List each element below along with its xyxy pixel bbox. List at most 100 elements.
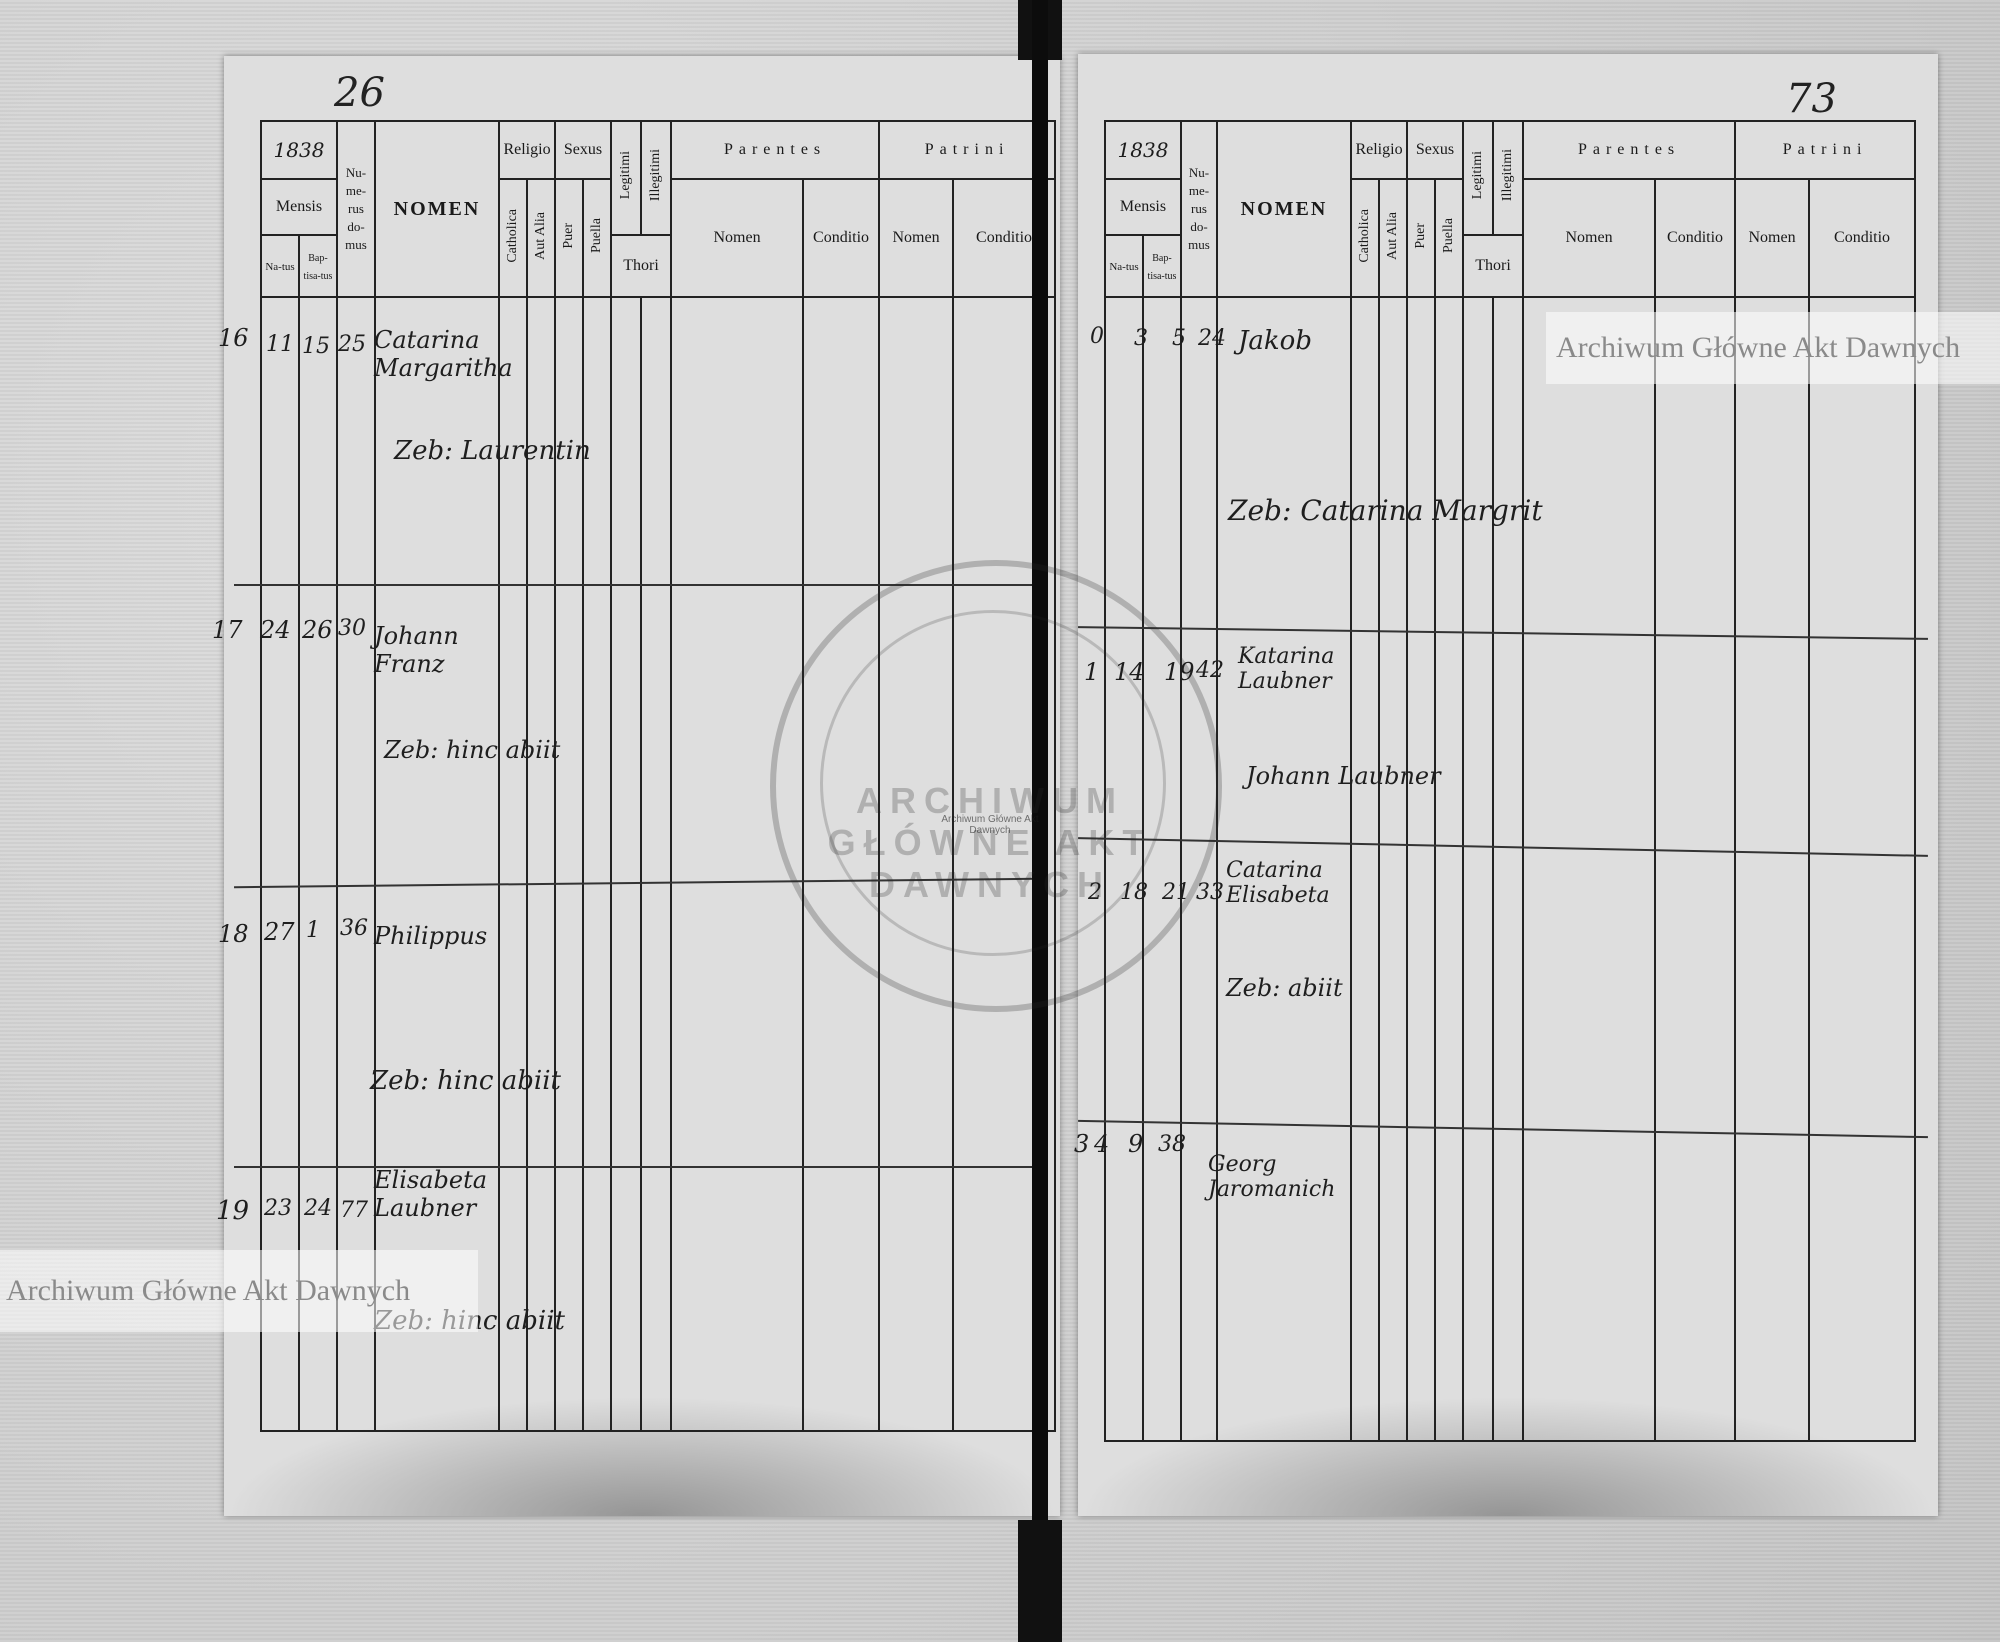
patrini-header: Patrini	[1734, 120, 1917, 180]
entry-domus: 30	[338, 616, 366, 641]
entry-note: Zeb: hinc abiit	[370, 1066, 561, 1096]
baptisatus-header: Bap-tisa-tus	[298, 234, 338, 298]
body-col	[260, 296, 300, 1432]
entry-baptisatus: 26	[302, 616, 333, 644]
entry-natus: 24	[260, 616, 291, 644]
body-col	[1654, 296, 1737, 1442]
entry-baptisatus: 1	[306, 918, 320, 943]
entry-natus: 3	[1134, 326, 1148, 351]
body-col	[1492, 296, 1525, 1442]
catholica-header: Catholica	[1350, 178, 1380, 298]
entry-domus: 77	[340, 1198, 368, 1223]
entry-domus: 38	[1158, 1132, 1186, 1157]
patrini-header: Patrini	[878, 120, 1057, 180]
thori-header: Thori	[1462, 234, 1525, 298]
sexus-header: Sexus	[554, 120, 613, 180]
seal-text: ARCHIWUM GŁÓWNE AKT DAWNYCH	[827, 780, 1153, 905]
legitimi-header: Legitimi	[610, 120, 643, 236]
parentes-nomen-header: Nomen	[670, 178, 805, 298]
entry-nomen: Jakob	[1238, 326, 1312, 356]
body-col	[1522, 296, 1657, 1442]
entry-natus: 4	[1094, 1130, 1110, 1158]
body-col	[1434, 296, 1465, 1442]
archive-watermark: Archiwum Główne Akt Dawnych	[1546, 312, 2000, 384]
legitimi-header: Legitimi	[1462, 120, 1495, 236]
folio-number: 73	[1786, 76, 1837, 122]
entry-natus: 11	[266, 332, 294, 357]
entry-number: 3	[1074, 1130, 1090, 1158]
body-col	[498, 296, 528, 1432]
numerus-domus-header: Nu-me-rus do-mus	[336, 120, 376, 298]
entry-baptisatus: 24	[304, 1196, 332, 1221]
entry-baptisatus: 5	[1172, 326, 1186, 351]
mensis-header: Mensis	[260, 178, 338, 236]
body-col	[298, 296, 338, 1432]
entry-domus: 24	[1198, 326, 1226, 351]
nomen-header: NOMEN	[1216, 120, 1352, 298]
year-header: 1838	[260, 120, 338, 180]
sexus-header: Sexus	[1406, 120, 1465, 180]
archive-seal	[770, 560, 1222, 1012]
thori-header: Thori	[610, 234, 673, 298]
entry-natus: 27	[264, 918, 295, 946]
entry-note: Zeb: hinc abiit	[384, 736, 561, 764]
body-col	[640, 296, 673, 1432]
body-col	[670, 296, 805, 1432]
body-col	[525, 296, 557, 1432]
parentes-header: Parentes	[1522, 120, 1737, 180]
puella-header: Puella	[1434, 178, 1465, 298]
entry-nomen: Georg Jaromanich	[1208, 1152, 1336, 1202]
illegitimi-header: Illegitimi	[1492, 120, 1525, 236]
puella-header: Puella	[582, 178, 613, 298]
entry-number: 17	[212, 616, 243, 644]
right-page: 73 1838 Nu-me-rus do-mus NOMEN Religio S…	[1074, 54, 1938, 1516]
entry-nomen: Elisabeta Laubner	[374, 1166, 488, 1222]
body-col	[1350, 296, 1380, 1442]
numerus-domus-header: Nu-me-rus do-mus	[1180, 120, 1218, 298]
parentes-conditio-header: Conditio	[1654, 178, 1737, 298]
parentes-header: Parentes	[670, 120, 881, 180]
binding-bottom	[1018, 1520, 1062, 1642]
puer-header: Puer	[1406, 178, 1437, 298]
body-col	[1462, 296, 1495, 1442]
entry-domus: 42	[1196, 658, 1224, 683]
body-col	[336, 296, 376, 1432]
mensis-header: Mensis	[1104, 178, 1182, 236]
nomen-header: NOMEN	[374, 120, 500, 298]
entry-number: 19	[216, 1196, 250, 1226]
register-table-left: 1838 Nu-me-rus do-mus NOMEN Religio Sexu…	[260, 120, 1057, 1432]
illegitimi-header: Illegitimi	[640, 120, 673, 236]
parentes-conditio-header: Conditio	[802, 178, 881, 298]
patrini-nomen-header: Nomen	[1734, 178, 1811, 298]
body-col	[1216, 296, 1352, 1442]
entry-separator	[234, 1166, 1034, 1168]
puer-header: Puer	[554, 178, 585, 298]
register-table-right: 1838 Nu-me-rus do-mus NOMEN Religio Sexu…	[1104, 120, 1917, 1442]
entry-domus: 25	[338, 332, 366, 357]
entry-baptisatus: 9	[1128, 1130, 1144, 1158]
entry-nomen: Catarina Margaritha	[374, 326, 513, 382]
aut-alia-header: Aut Alia	[525, 178, 557, 298]
entry-nomen: Katarina Laubner	[1238, 644, 1335, 694]
seal-center-text: Archiwum Główne Akt Dawnych	[941, 814, 1039, 836]
religio-header: Religio	[1349, 120, 1409, 180]
catholica-header: Catholica	[498, 178, 528, 298]
entry-number: 16	[218, 324, 249, 352]
entry-domus: 33	[1196, 880, 1224, 905]
entry-note: Johann Laubner	[1246, 762, 1441, 790]
entry-note: Zeb: abiit	[1226, 974, 1343, 1002]
natus-header: Na-tus	[1104, 234, 1144, 298]
entry-baptisatus: 15	[302, 334, 330, 359]
entry-nomen: Catarina Elisabeta	[1226, 858, 1330, 908]
archive-watermark: Archiwum Główne Akt Dawnych	[0, 1250, 478, 1332]
body-col	[1808, 296, 1917, 1442]
entry-natus: 23	[264, 1196, 292, 1221]
body-col	[582, 296, 613, 1432]
entry-number: 0	[1090, 324, 1104, 349]
body-col	[1377, 296, 1409, 1442]
patrini-nomen-header: Nomen	[878, 178, 955, 298]
year-header: 1838	[1104, 120, 1182, 180]
archive-seal-inner	[820, 610, 1166, 956]
body-col	[610, 296, 643, 1432]
folio-number: 26	[334, 70, 385, 116]
